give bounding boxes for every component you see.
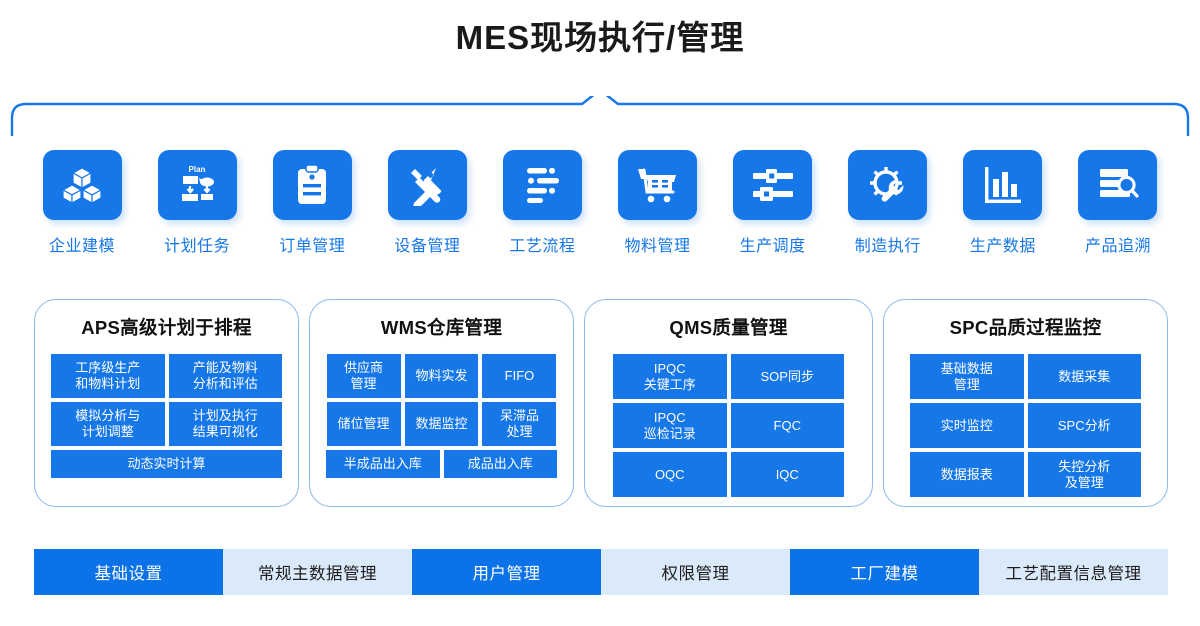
foundation-segment-factory-modeling[interactable]: 工厂建模 (790, 549, 979, 595)
chip-item[interactable]: IPQC 关键工序 (613, 354, 727, 399)
chip-item[interactable]: 呆滞品 处理 (482, 402, 557, 446)
chip-item[interactable]: 产能及物料 分析和评估 (168, 354, 282, 398)
module-item-production-data[interactable]: 生产数据 (951, 150, 1055, 256)
chip-item[interactable]: SOP同步 (730, 354, 844, 399)
module-icon-row: 企业建模 Plan 计划任务 (30, 150, 1170, 256)
module-label: 物料管理 (624, 238, 691, 255)
foundation-segment-permission[interactable]: 权限管理 (601, 549, 790, 595)
module-item-plan-task[interactable]: Plan 计划任务 (145, 150, 249, 256)
panel-chip-grid: 工序级生产 和物料计划 产能及物料 分析和评估 模拟分析与 计划调整 计划及执行… (51, 354, 282, 478)
module-item-product-traceability[interactable]: 产品追溯 (1066, 150, 1170, 256)
plan-flowchart-icon: Plan (157, 150, 237, 220)
panel-spc: SPC品质过程监控 基础数据 管理 数据采集 实时监控 SPC分析 数据报表 失… (883, 299, 1168, 507)
shopping-cart-icon (618, 150, 698, 220)
module-item-production-scheduling[interactable]: 生产调度 (721, 150, 825, 256)
chip-item[interactable]: 实时监控 (910, 403, 1024, 448)
bar-chart-icon (963, 150, 1043, 220)
chip-item[interactable]: 储位管理 (326, 402, 401, 446)
chip-item[interactable]: SPC分析 (1027, 403, 1141, 448)
chip-item[interactable]: OQC (613, 452, 727, 497)
page-title: MES现场执行/管理 (455, 19, 745, 56)
document-search-icon (1078, 150, 1158, 220)
panel-title: WMS仓库管理 (380, 317, 503, 338)
wrench-screwdriver-icon (387, 150, 467, 220)
svg-text:Plan: Plan (189, 165, 206, 174)
gear-wrench-icon (848, 150, 928, 220)
module-label: 企业建模 (48, 238, 115, 255)
chip-item[interactable]: 模拟分析与 计划调整 (51, 402, 165, 446)
module-label: 产品追溯 (1084, 238, 1151, 255)
chip-item[interactable]: 数据报表 (910, 452, 1024, 497)
chip-item[interactable]: 供应商 管理 (326, 354, 401, 398)
chip-item[interactable]: 基础数据 管理 (910, 354, 1024, 399)
module-item-material-management[interactable]: 物料管理 (606, 150, 710, 256)
foundation-segment-master-data[interactable]: 常规主数据管理 (223, 549, 412, 595)
module-label: 计划任务 (164, 238, 231, 255)
process-flow-icon (502, 150, 582, 220)
module-label: 生产数据 (969, 238, 1036, 255)
module-item-equipment-management[interactable]: 设备管理 (375, 150, 479, 256)
panel-chip-grid: 供应商 管理 物料实发 FIFO 储位管理 数据监控 呆滞品 处理 半成品出入库… (326, 354, 557, 478)
chip-item[interactable]: 失控分析 及管理 (1027, 452, 1141, 497)
cubes-3d-icon (42, 150, 122, 220)
module-item-enterprise-modeling[interactable]: 企业建模 (30, 150, 134, 256)
module-label: 订单管理 (279, 238, 346, 255)
module-item-order-management[interactable]: 订单管理 (260, 150, 364, 256)
panel-title: QMS质量管理 (669, 317, 788, 338)
panel-chip-grid: IPQC 关键工序 SOP同步 IPQC 巡检记录 FQC OQC IQC (613, 354, 844, 497)
chip-item[interactable]: IQC (730, 452, 844, 497)
panel-title: APS高级计划于排程 (81, 317, 252, 338)
sliders-icon (733, 150, 813, 220)
chip-item[interactable]: FIFO (482, 354, 557, 398)
clipboard-icon (272, 150, 352, 220)
module-label: 设备管理 (394, 238, 461, 255)
panel-wms: WMS仓库管理 供应商 管理 物料实发 FIFO 储位管理 数据监控 呆滞品 处… (309, 299, 574, 507)
panel-qms: QMS质量管理 IPQC 关键工序 SOP同步 IPQC 巡检记录 FQC OQ… (584, 299, 873, 507)
chip-item[interactable]: 成品出入库 (443, 450, 557, 478)
panel-chip-grid: 基础数据 管理 数据采集 实时监控 SPC分析 数据报表 失控分析 及管理 (910, 354, 1141, 497)
chip-item[interactable]: 动态实时计算 (51, 450, 282, 478)
chip-item[interactable]: FQC (730, 403, 844, 448)
bracket-decoration (10, 88, 1190, 136)
foundation-bar: 基础设置 常规主数据管理 用户管理 权限管理 工厂建模 工艺配置信息管理 (34, 549, 1168, 595)
chip-item[interactable]: IPQC 巡检记录 (613, 403, 727, 448)
module-item-process-flow[interactable]: 工艺流程 (490, 150, 594, 256)
subsystem-panels: APS高级计划于排程 工序级生产 和物料计划 产能及物料 分析和评估 模拟分析与… (34, 299, 1168, 507)
chip-item[interactable]: 数据监控 (404, 402, 479, 446)
foundation-segment-process-config[interactable]: 工艺配置信息管理 (979, 549, 1168, 595)
chip-item[interactable]: 半成品出入库 (326, 450, 440, 478)
module-label: 工艺流程 (509, 238, 576, 255)
chip-item[interactable]: 计划及执行 结果可视化 (168, 402, 282, 446)
panel-aps: APS高级计划于排程 工序级生产 和物料计划 产能及物料 分析和评估 模拟分析与… (34, 299, 299, 507)
module-item-manufacturing-execution[interactable]: 制造执行 (836, 150, 940, 256)
foundation-segment-user-management[interactable]: 用户管理 (412, 549, 601, 595)
module-label: 制造执行 (854, 238, 921, 255)
foundation-segment-basic-settings[interactable]: 基础设置 (34, 549, 223, 595)
panel-title: SPC品质过程监控 (949, 317, 1102, 338)
module-label: 生产调度 (739, 238, 806, 255)
chip-item[interactable]: 数据采集 (1027, 354, 1141, 399)
chip-item[interactable]: 工序级生产 和物料计划 (51, 354, 165, 398)
chip-item[interactable]: 物料实发 (404, 354, 479, 398)
